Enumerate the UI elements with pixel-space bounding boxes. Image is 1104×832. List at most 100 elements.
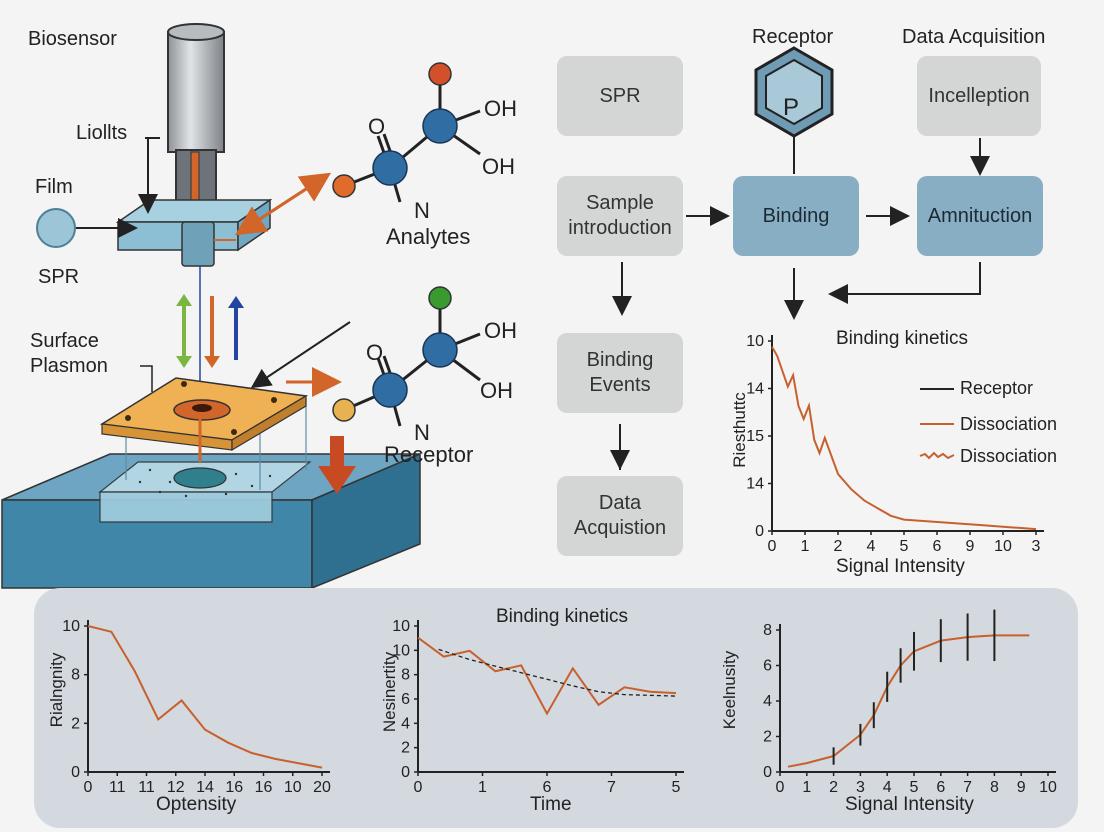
legend-label-receptor: Receptor xyxy=(960,378,1034,398)
incelleption-box: Incelleption xyxy=(917,56,1041,136)
data-acquistion-box: Data Acquistion xyxy=(557,476,683,556)
chart3-x-tick-label: 5 xyxy=(672,779,681,796)
receptor-o: O xyxy=(366,340,384,365)
chart1-y-tick-label: 15 xyxy=(746,428,764,445)
bottom-charts-panel xyxy=(34,588,1078,828)
chart3-x-tick-label: 6 xyxy=(543,779,552,796)
surface-label: Surface xyxy=(30,330,99,352)
chart1-x-tick-label: 6 xyxy=(933,538,942,555)
receptor-n: N xyxy=(414,420,430,445)
chart4-y-tick-label: 0 xyxy=(763,764,772,781)
film-label: Film xyxy=(35,176,73,198)
chart4-x-tick-label: 5 xyxy=(910,779,919,796)
chart3-title: Binding kinetics xyxy=(496,606,629,627)
biosensor-title: Biosensor xyxy=(28,28,117,50)
chart1-x-tick-label: 10 xyxy=(994,538,1012,555)
chart3-xlabel: Time xyxy=(530,794,572,815)
analytes-o: O xyxy=(368,114,386,139)
chart1-x-tick-label: 1 xyxy=(801,538,810,555)
chart2-xlabel: Optensity xyxy=(156,794,237,815)
chart3-series-0 xyxy=(417,636,677,716)
chart2-x-tick-label: 14 xyxy=(196,779,214,796)
chart3-y-tick-label: 10 xyxy=(392,618,410,635)
chart4-x-tick-label: 3 xyxy=(856,779,865,796)
chart3-y-tick-label: 10 xyxy=(392,642,410,659)
chart3-x-tick-label: 1 xyxy=(478,779,487,796)
chart3-x-tick-label: 7 xyxy=(607,779,616,796)
receptor-oh1: OH xyxy=(484,318,517,343)
chart1-x-tick-label: 4 xyxy=(867,538,876,555)
chart1-y-tick-label: 0 xyxy=(755,523,764,540)
chart2-y-tick-label: 0 xyxy=(71,764,80,781)
chart4-x-tick-label: 10 xyxy=(1039,779,1057,796)
chart1-x-tick-label: 3 xyxy=(1032,538,1041,555)
chart2-y-tick-label: 8 xyxy=(71,667,80,684)
binding-box: Binding xyxy=(733,176,859,256)
legend-label-dissociation: Dissociation xyxy=(960,414,1058,434)
legend-label-dissociation-2: Dissociation xyxy=(960,446,1058,466)
analytes-n: N xyxy=(414,198,430,223)
plasmon-label: Plasmon xyxy=(30,355,108,377)
analytes-oh1: OH xyxy=(484,96,517,121)
data-acquisition-heading: Data Acquisition xyxy=(902,26,1046,48)
chart4-x-tick-label: 6 xyxy=(936,779,945,796)
chart4-ylabel: Keelnusity xyxy=(720,650,739,730)
chart1-legend-swatches xyxy=(919,388,955,460)
chart2-y-tick-label: 2 xyxy=(71,715,80,732)
chart3-y-tick-label: 2 xyxy=(401,740,410,757)
chart2-x-tick-label: 16 xyxy=(255,779,273,796)
chart4-xlabel: Signal Intensity xyxy=(845,794,974,815)
amnituction-box: Amnituction xyxy=(917,176,1043,256)
chart1-x-tick-label: 0 xyxy=(768,538,777,555)
receptor-caption: Receptor xyxy=(384,442,474,467)
flow-connectors xyxy=(612,46,990,470)
spr-label: SPR xyxy=(38,266,80,288)
chart4-y-tick-label: 2 xyxy=(763,729,772,746)
chart1-y-tick-label: 14 xyxy=(746,476,764,493)
receptor-structure xyxy=(332,286,481,427)
chart1-xlabel: Signal Intensity xyxy=(836,556,965,577)
analytes-oh2: OH xyxy=(482,154,515,179)
chart1-x-tick-label: 9 xyxy=(966,538,975,555)
flow-arrow-events xyxy=(610,424,630,470)
chart3-y-tick-label: 6 xyxy=(401,691,410,708)
receptor-symbol: P xyxy=(783,94,800,121)
binding-events-box: Binding Events xyxy=(557,333,683,413)
chart2-x-tick-label: 11 xyxy=(138,779,155,796)
chart4-y-tick-label: 8 xyxy=(763,622,772,639)
legend-swatch-dissociation-2 xyxy=(919,451,955,460)
receptor-heading: Receptor xyxy=(752,26,834,48)
chart3-y-tick-label: 8 xyxy=(401,667,410,684)
chart2-x-tick-label: 20 xyxy=(313,779,331,796)
chart1-series-0 xyxy=(771,346,1037,531)
chart3-y-tick-label: 0 xyxy=(401,764,410,781)
chart2-x-tick-label: 16 xyxy=(225,779,243,796)
analytes-structure xyxy=(332,62,481,203)
chart4-x-tick-label: 9 xyxy=(1017,779,1026,796)
chart4-x-tick-label: 2 xyxy=(829,779,838,796)
sample-introduction-box: Sample introduction xyxy=(557,176,683,256)
chart4-y-tick-label: 4 xyxy=(763,693,772,710)
chart3-series-1 xyxy=(438,648,677,697)
chart1-title: Binding kinetics xyxy=(836,328,969,349)
analytes-caption: Analytes xyxy=(386,224,471,249)
chart4-x-tick-label: 8 xyxy=(990,779,999,796)
chart2-series-0 xyxy=(87,625,323,769)
chart3-x-tick-label: 0 xyxy=(414,779,423,796)
chart4-x-tick-label: 0 xyxy=(776,779,785,796)
chart2-x-tick-label: 10 xyxy=(284,779,302,796)
chart1-x-tick-label: 5 xyxy=(900,538,909,555)
chart1-y-tick-label: 10 xyxy=(746,333,764,350)
receptor-oh2: OH xyxy=(480,378,513,403)
chart1-x-tick-label: 2 xyxy=(834,538,843,555)
chart2-x-tick-label: 12 xyxy=(167,779,185,796)
chart4-x-tick-label: 1 xyxy=(802,779,811,796)
spr-box: SPR xyxy=(557,56,683,136)
chart4-series-0 xyxy=(787,634,1030,768)
chart4-x-tick-label: 7 xyxy=(963,779,972,796)
chart4-y-tick-label: 6 xyxy=(763,658,772,675)
chart2-x-tick-label: 0 xyxy=(84,779,93,796)
